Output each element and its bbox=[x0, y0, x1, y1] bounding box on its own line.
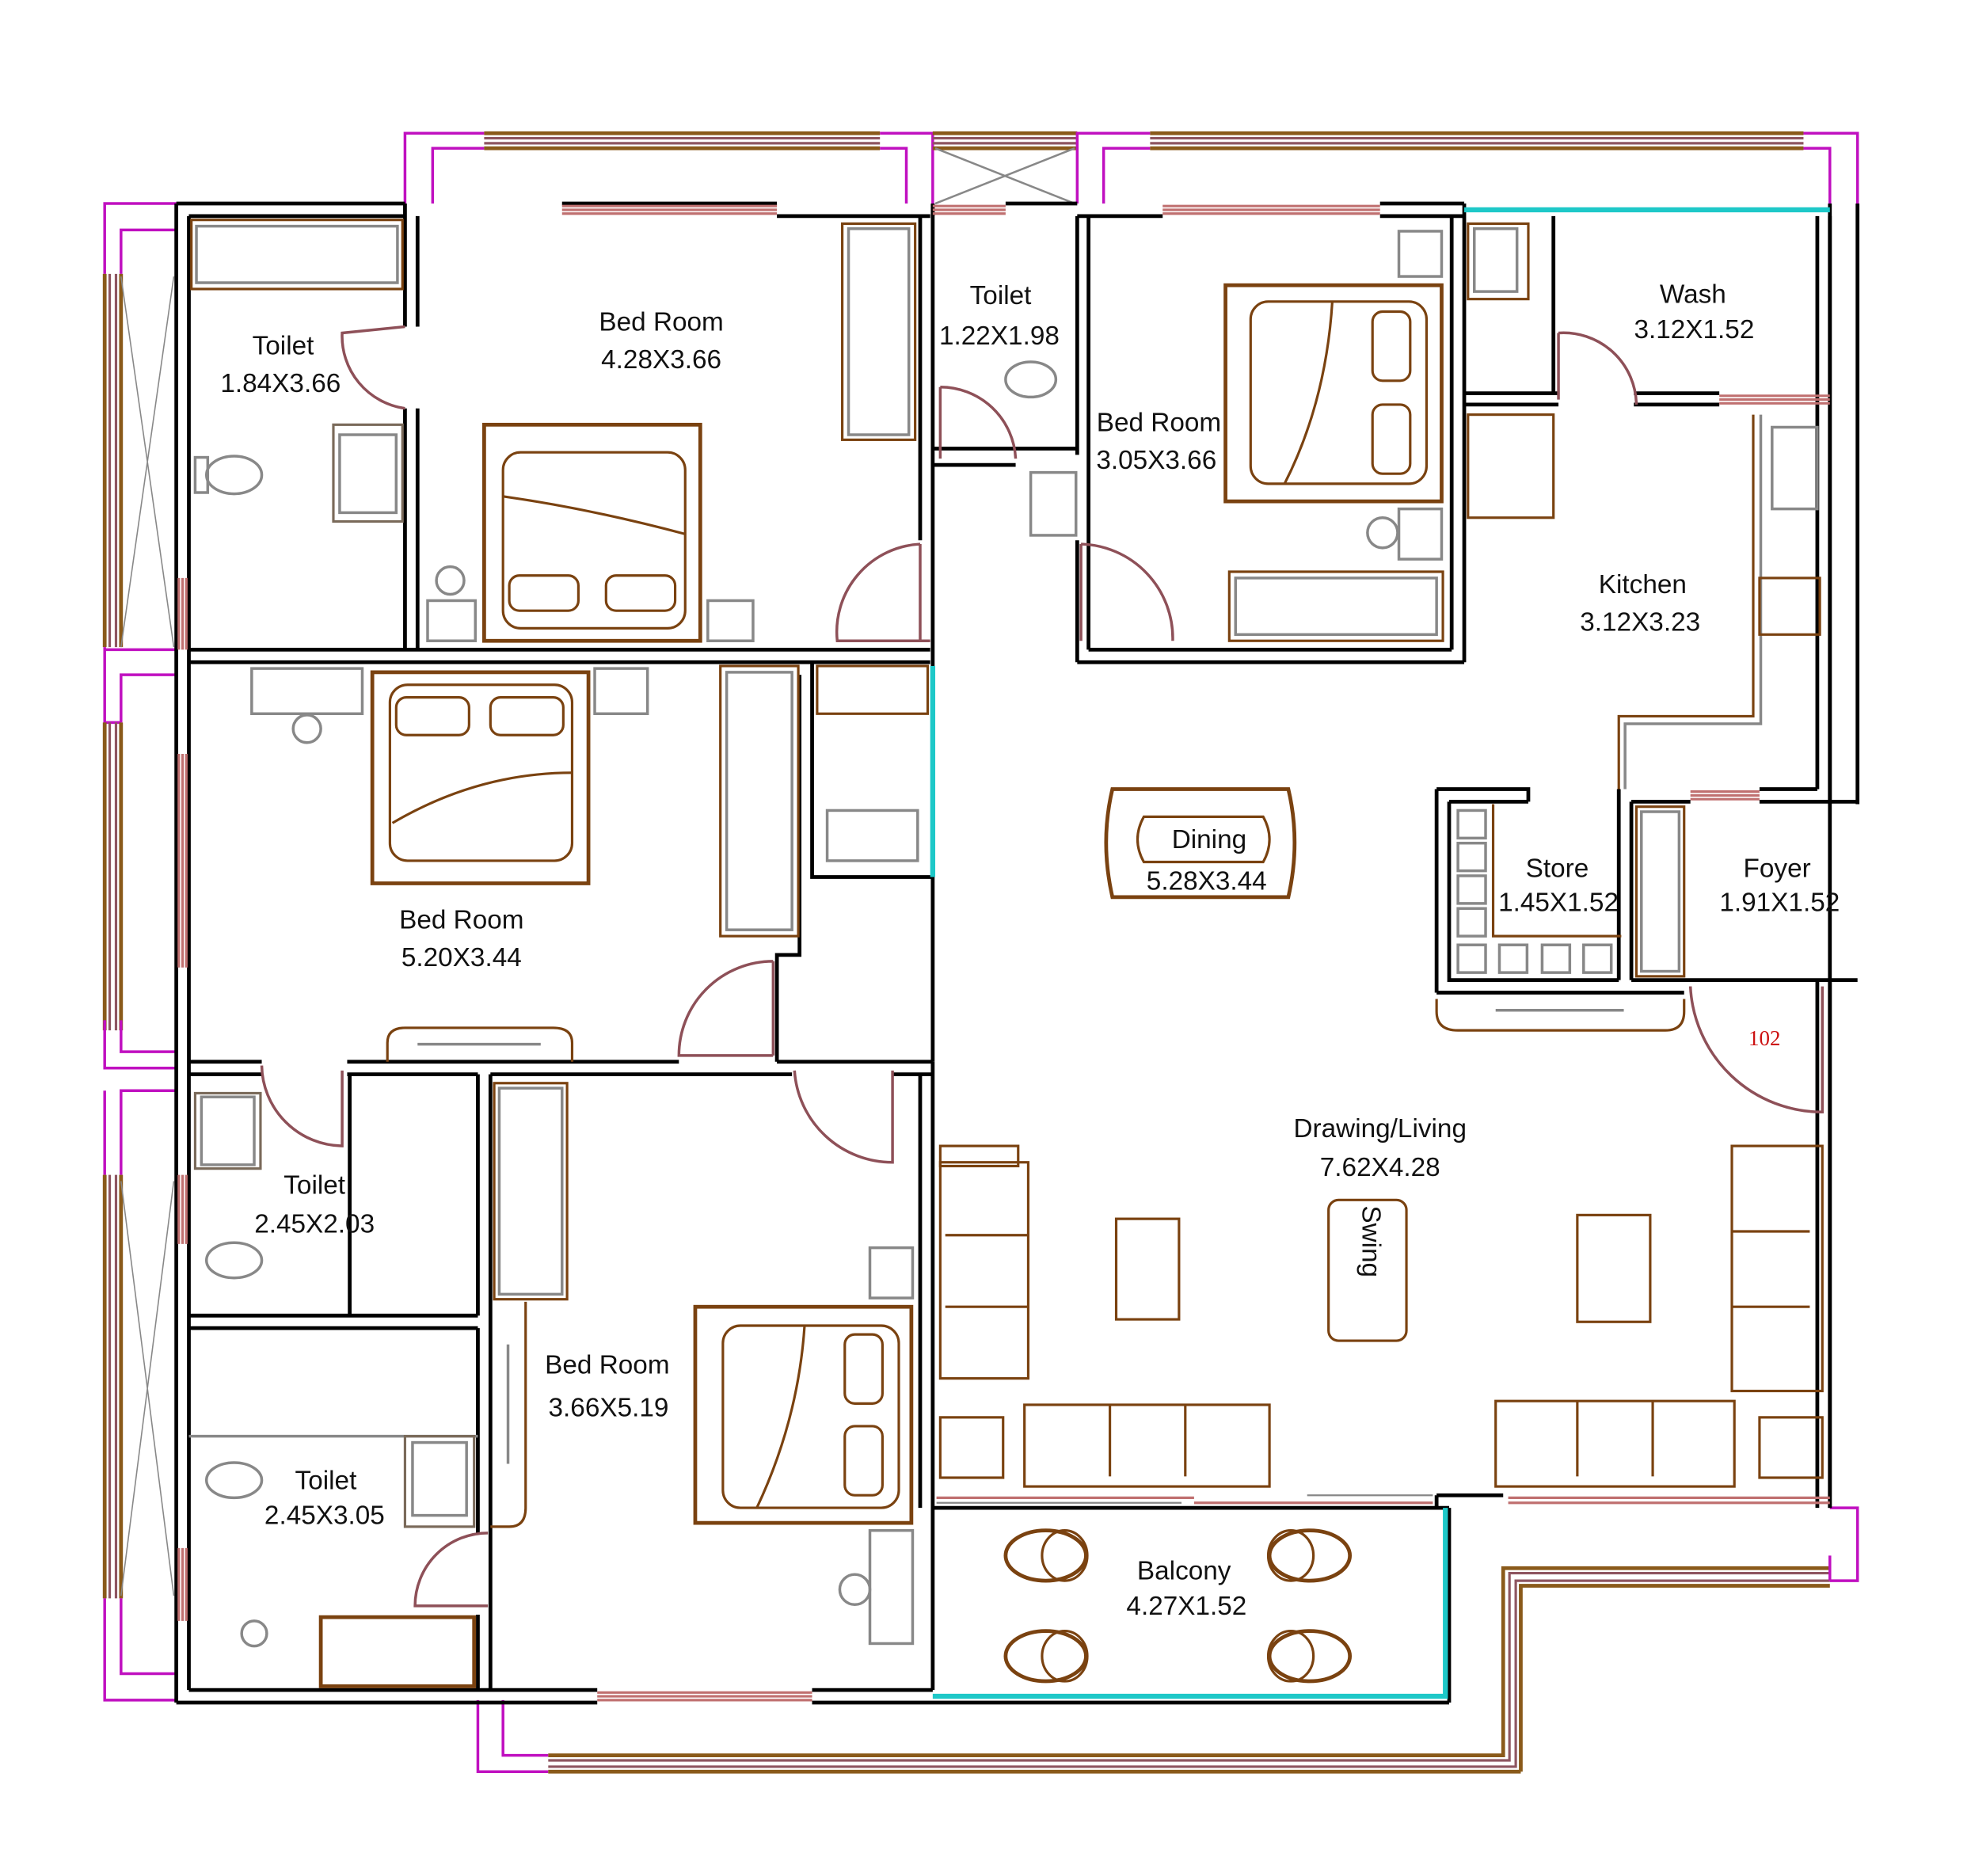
room-toilet-2: Toilet 1.22X1.98 bbox=[939, 281, 1060, 351]
room-size: 1.45X1.52 bbox=[1498, 888, 1619, 917]
room-size: 2.45X3.05 bbox=[264, 1501, 385, 1531]
room-bedroom-4: Bed Room 3.66X5.19 bbox=[545, 1350, 669, 1422]
room-kitchen: Kitchen 3.12X3.23 bbox=[1580, 570, 1700, 637]
room-name: Dining bbox=[1172, 825, 1246, 854]
room-name: Bed Room bbox=[599, 307, 723, 337]
room-size: 5.20X3.44 bbox=[401, 943, 522, 972]
room-foyer: Foyer 1.91X1.52 bbox=[1719, 854, 1840, 918]
room-name: Bed Room bbox=[1097, 408, 1221, 437]
room-name: Toilet bbox=[295, 1466, 358, 1495]
room-name: Kitchen bbox=[1599, 570, 1687, 599]
room-store: Store 1.45X1.52 bbox=[1498, 854, 1619, 918]
room-size: 3.66X5.19 bbox=[549, 1393, 669, 1422]
room-labels: Toilet 1.84X3.66 Bed Room 4.28X3.66 Toil… bbox=[220, 280, 1840, 1621]
room-size: 1.84X3.66 bbox=[220, 369, 341, 398]
room-size: 1.91X1.52 bbox=[1719, 888, 1840, 917]
room-toilet-1: Toilet 1.84X3.66 bbox=[220, 331, 341, 398]
glazing bbox=[930, 207, 1830, 1699]
room-name: Bed Room bbox=[545, 1350, 669, 1379]
room-toilet-4: Toilet 2.45X3.05 bbox=[264, 1466, 385, 1530]
interior-walls bbox=[188, 204, 1858, 1691]
room-balcony: Balcony 4.27X1.52 bbox=[1126, 1557, 1246, 1621]
doors bbox=[260, 325, 1825, 1608]
room-bedroom-1: Bed Room 4.28X3.66 bbox=[599, 307, 723, 375]
outer-parapet bbox=[102, 131, 1859, 1774]
room-drawing-living: Drawing/Living 7.62X4.28 bbox=[1293, 1114, 1466, 1182]
room-size: 5.28X3.44 bbox=[1147, 866, 1267, 896]
room-name: Bed Room bbox=[399, 906, 523, 935]
room-dining: Dining 5.28X3.44 bbox=[1147, 825, 1267, 896]
swing-label: Swing bbox=[1356, 1205, 1386, 1277]
room-wash: Wash 3.12X1.52 bbox=[1634, 280, 1754, 344]
room-name: Toilet bbox=[253, 331, 315, 360]
room-size: 1.22X1.98 bbox=[939, 322, 1060, 351]
room-size: 4.27X1.52 bbox=[1126, 1592, 1246, 1621]
windows bbox=[177, 204, 1830, 1702]
room-name: Balcony bbox=[1137, 1557, 1231, 1586]
room-bedroom-2: Bed Room 3.05X3.66 bbox=[1096, 408, 1221, 475]
room-size: 2.45X2.03 bbox=[254, 1210, 375, 1239]
room-size: 3.05X3.66 bbox=[1096, 446, 1216, 475]
room-size: 3.12X3.23 bbox=[1580, 608, 1700, 637]
room-name: Wash bbox=[1660, 280, 1726, 309]
room-name: Drawing/Living bbox=[1293, 1114, 1466, 1143]
room-size: 7.62X4.28 bbox=[1320, 1153, 1440, 1182]
room-name: Store bbox=[1526, 854, 1589, 884]
room-bedroom-3: Bed Room 5.20X3.44 bbox=[399, 906, 523, 973]
room-name: Toilet bbox=[283, 1170, 346, 1200]
room-name: Foyer bbox=[1744, 854, 1811, 884]
room-size: 4.28X3.66 bbox=[601, 345, 721, 375]
unit-number: 102 bbox=[1748, 1026, 1780, 1050]
room-toilet-3: Toilet 2.45X2.03 bbox=[254, 1170, 375, 1239]
furniture bbox=[188, 219, 1824, 1688]
room-size: 3.12X1.52 bbox=[1634, 315, 1754, 344]
room-name: Toilet bbox=[970, 281, 1033, 310]
